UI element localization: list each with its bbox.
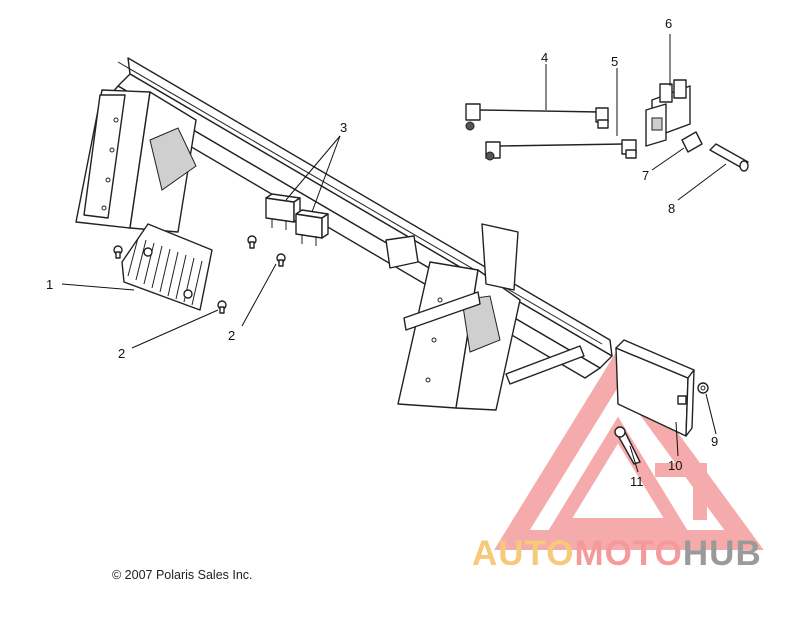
bushing-icon [681,131,703,153]
callout-10: 10 [668,458,682,473]
relay-icon [265,193,301,230]
pin-icon [709,143,749,172]
screw-icon [217,300,227,314]
brand-part-hub: HUB [682,534,762,573]
callout-4: 4 [541,50,548,65]
center-bracket [385,223,585,411]
brand-part-auto: AUTO [472,534,575,573]
screw-icon [113,245,123,259]
screw-icon [276,253,286,267]
callout-2-center: 2 [228,328,235,343]
connector-block [645,79,691,147]
screw-icon [247,235,257,249]
callout-7: 7 [642,168,649,183]
watermark-brand: AUTOMOTOHUB [472,536,762,571]
frame-rail [107,57,613,379]
watermark-logo-icon [494,350,764,550]
leader-lines [61,34,727,473]
callout-3: 3 [340,120,347,135]
callout-9: 9 [711,434,718,449]
bolt-icon [614,426,641,465]
ecu-module [615,339,695,437]
callout-8: 8 [668,201,675,216]
left-bracket [75,89,197,233]
callout-2-left: 2 [118,346,125,361]
nut-icon [697,382,709,394]
speed-sensor-upper [465,103,609,131]
callout-1: 1 [46,277,53,292]
speed-sensor-lower [485,139,637,161]
voltage-regulator [121,223,213,311]
callout-6: 6 [665,16,672,31]
copyright-text: © 2007 Polaris Sales Inc. [112,568,253,582]
callout-11: 11 [630,474,644,489]
brand-part-moto: MOTO [574,534,683,573]
callout-5: 5 [611,54,618,69]
relay-icon [295,209,329,246]
